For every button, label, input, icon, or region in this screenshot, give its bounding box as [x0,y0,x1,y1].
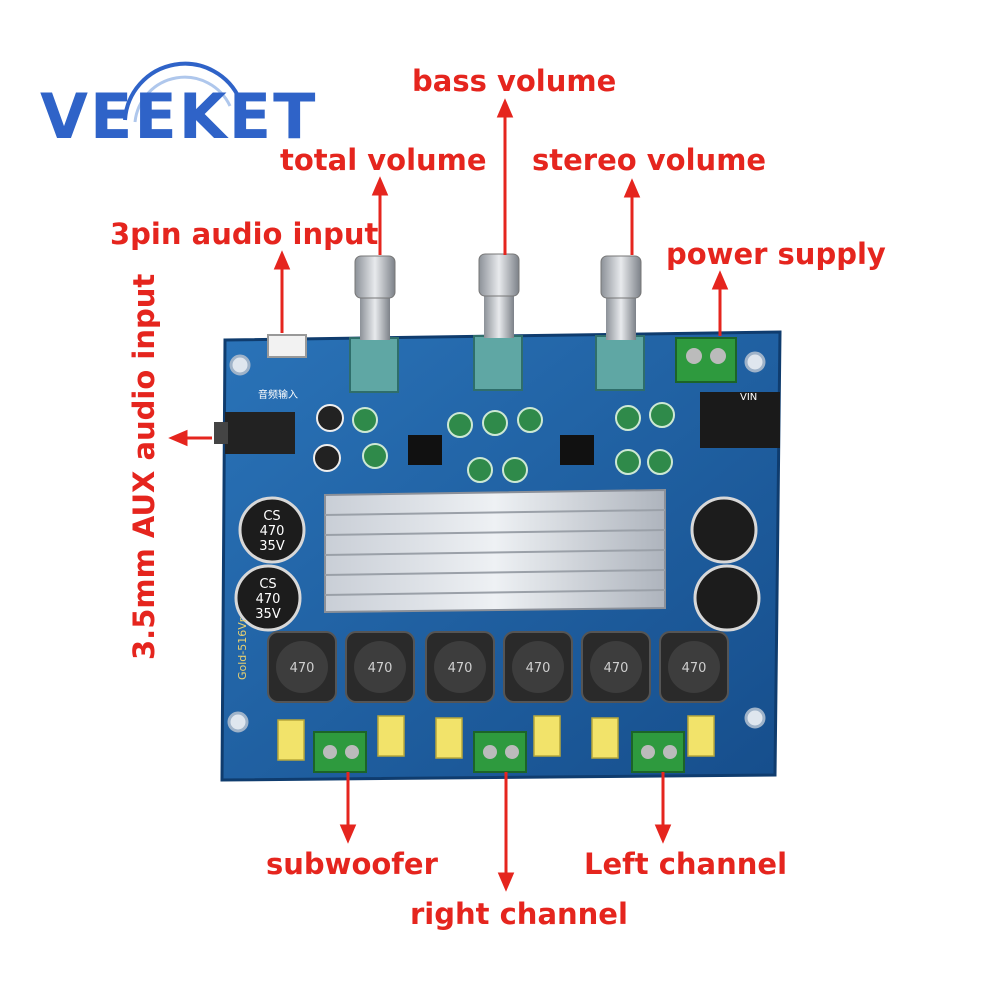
board-model: Gold-516Vr [236,617,249,680]
mounting-holes [227,351,766,733]
ic-u1 [408,435,442,465]
brand-logo: VEEKET [40,80,318,153]
svg-text:470: 470 [260,524,285,539]
inductor-label: 470 [290,661,315,676]
svg-text:470: 470 [448,661,473,676]
vin-label: VIN [740,392,757,403]
label-bass-volume: bass volume [412,64,617,98]
svg-text:470: 470 [368,661,393,676]
large-capacitors [234,496,761,632]
arrows [168,98,729,892]
ic-u2 [560,435,594,465]
label-left-channel: Left channel [584,847,788,881]
film-capacitors [277,715,715,761]
label-subwoofer: subwoofer [266,847,438,881]
input-chinese: 音频输入 [258,388,298,401]
svg-text:470: 470 [526,661,551,676]
label-total-volume: total volume [280,143,487,177]
label-right-channel: right channel [410,897,628,931]
potentiometer-total [349,255,399,393]
potentiometer-bass [473,253,523,391]
svg-text:470: 470 [604,661,629,676]
label-stereo-volume: stereo volume [532,143,767,177]
power-terminal [675,337,737,383]
label-aux-input: 3.5mm AUX audio input [127,273,161,660]
logo-arc-icon [123,61,242,123]
svg-text:35V: 35V [259,539,285,554]
svg-text:470: 470 [682,661,707,676]
dc-jack [700,392,780,448]
small-capacitors [352,402,675,483]
aux-jack [225,412,295,454]
cap-text-1: CS [263,509,280,524]
potentiometer-stereo [595,255,645,391]
label-power-supply: power supply [666,237,886,271]
svg-text:35V: 35V [255,607,281,622]
three-pin-connector [267,334,307,358]
label-3pin-audio-input: 3pin audio input [110,217,379,251]
cap-text-2: CS [259,577,276,592]
heatsink [324,488,666,614]
svg-text:470: 470 [256,592,281,607]
